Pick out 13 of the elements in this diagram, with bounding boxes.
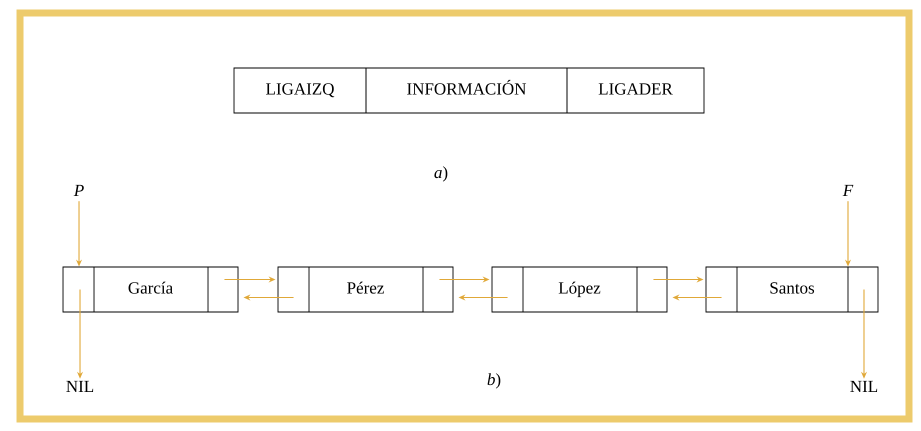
record-field: LIGADER bbox=[566, 68, 704, 114]
list-node-box: Pérez bbox=[278, 266, 454, 312]
pointer-label: P bbox=[74, 184, 84, 196]
record-field: INFORMACIÓN bbox=[366, 68, 568, 114]
nil-label: NIL bbox=[850, 380, 878, 392]
nil-label: NIL bbox=[66, 380, 94, 392]
list-node-box: Santos bbox=[706, 266, 878, 312]
record-field: LIGAIZQ bbox=[234, 68, 366, 114]
figure-part-label: b) bbox=[488, 373, 500, 389]
pointer-label: F bbox=[842, 184, 854, 196]
list-node-box: García bbox=[62, 266, 238, 312]
figure-part-label: a) bbox=[434, 166, 448, 182]
list-node-box: López bbox=[492, 266, 668, 312]
